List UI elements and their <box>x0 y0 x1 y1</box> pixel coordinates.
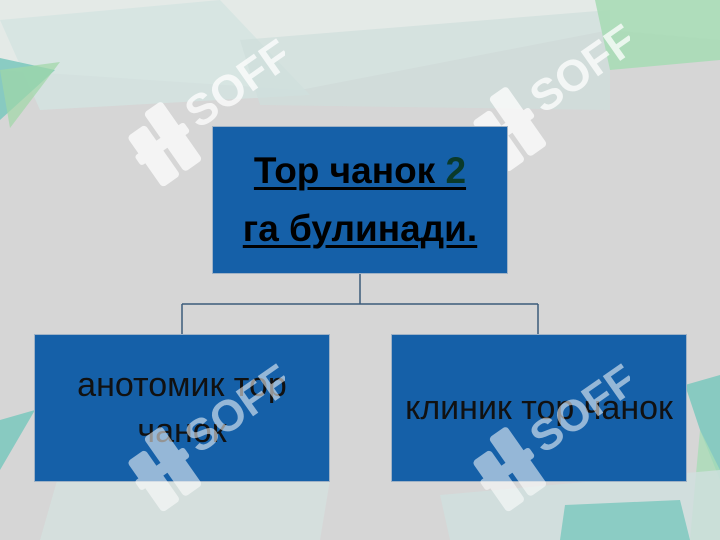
root-node-number: 2 <box>445 150 467 191</box>
root-node-line-1-text: Тор чанок <box>253 150 446 191</box>
root-node-line-2: га булинади. <box>242 208 478 249</box>
root-node: Тор чанок 2 га булинади. <box>212 126 508 274</box>
watermark-text: SOFF <box>176 355 285 462</box>
watermark-logo: SOFF <box>440 330 645 535</box>
child-node-clinical-label: клиник тор чанок <box>405 389 673 427</box>
root-node-line-1: Тор чанок 2 <box>243 142 477 200</box>
watermark-text: SOFF <box>521 355 630 462</box>
root-node-label: Тор чанок 2 га булинади. <box>243 142 477 258</box>
watermark-logo: SOFF <box>95 15 300 200</box>
child-node-clinical: клиник тор чанок <box>391 334 687 482</box>
watermark-logo: SOFF <box>95 330 300 535</box>
